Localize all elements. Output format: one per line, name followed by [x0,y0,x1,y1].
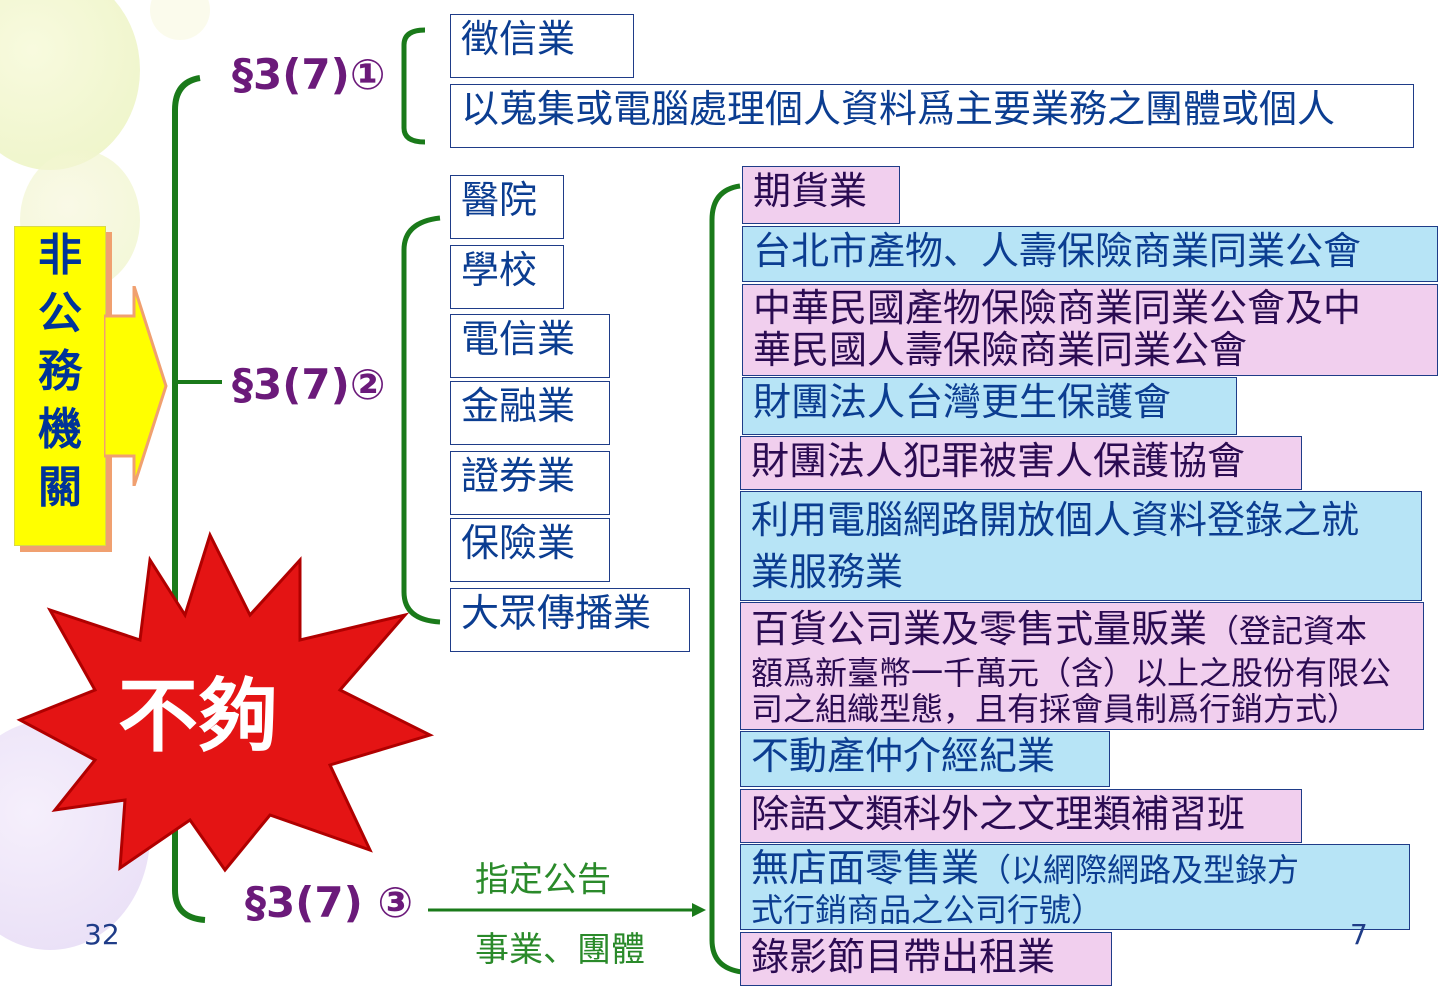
group2-item: 金融業 [450,381,610,445]
label-char: 非 [38,230,82,281]
item-main: 無店面零售業 [751,846,980,890]
item-note: 司之組織型態，且有採會員制爲行銷方式） [751,690,1360,728]
designated-label: 指定公告 [475,860,611,900]
group3-item: 錄影節目帶出租業 [740,932,1112,986]
group3-item: 財團法人犯罪被害人保護協會 [740,436,1302,490]
group3-item: 中華民國產物保險商業同業公會及中 華民國人壽保險商業同業公會 [742,284,1438,376]
item-note: 額爲新臺幣一千萬元（含）以上之股份有限公 [751,654,1392,692]
group2-item: 證券業 [450,451,610,515]
label-char: 公 [38,288,82,339]
section-label: §3(7) ③ [245,878,414,927]
group3-item: 財團法人台灣更生保護會 [742,377,1237,435]
group3-item: 利用電腦網路開放個人資料登錄之就 業服務業 [740,491,1422,601]
group1-item: 徵信業 [450,14,634,78]
group3-item: 期貨業 [742,166,900,224]
burst-text: 不夠 [118,670,278,763]
group1-item: 以蒐集或電腦處理個人資料爲主要業務之團體或個人 [450,84,1414,148]
item-line: 利用電腦網路開放個人資料登錄之就 [751,498,1360,542]
label-char: 關 [38,462,82,513]
side-arrow-icon [104,286,168,486]
group3-item: 無店面零售業（以網際網路及型錄方 式行銷商品之公司行號） [740,844,1410,930]
item-line: 華民國人壽保險商業同業公會 [753,328,1248,372]
group3-item: 百貨公司業及零售式量販業（登記資本 額爲新臺幣一千萬元（含）以上之股份有限公 司… [740,602,1424,730]
group3-item: 除語文類科外之文理類補習班 [740,789,1302,843]
burst-shape [16,531,435,873]
label-char: 機 [38,404,82,455]
item-line: 中華民國產物保險商業同業公會及中 [753,286,1362,330]
group2-item: 醫院 [450,175,564,239]
section-label: §3(7)① [232,50,386,99]
group3-item: 台北市產物、人壽保險商業同業公會 [742,226,1438,282]
item-main: 百貨公司業及零售式量販業 [751,607,1208,651]
group2-item: 電信業 [450,314,610,378]
item-line: 業服務業 [751,550,904,594]
page-number: 32 [84,918,120,951]
label-char: 務 [38,346,82,397]
item-note: 式行銷商品之公司行號） [751,891,1104,929]
group2-item: 保險業 [450,518,610,582]
group2-item: 大眾傳播業 [450,588,690,652]
non-government-label-box: 非 公 務 機 關 [14,226,106,546]
group3-item: 不動產仲介經紀業 [740,731,1110,787]
entity-label: 事業、團體 [475,930,645,970]
item-note: （登記資本 [1207,612,1368,650]
item-note: （以網際網路及型錄方 [979,851,1300,889]
corner-mark: 7 [1350,918,1368,951]
group2-item: 學校 [450,245,564,309]
section-label: §3(7)② [232,360,386,409]
